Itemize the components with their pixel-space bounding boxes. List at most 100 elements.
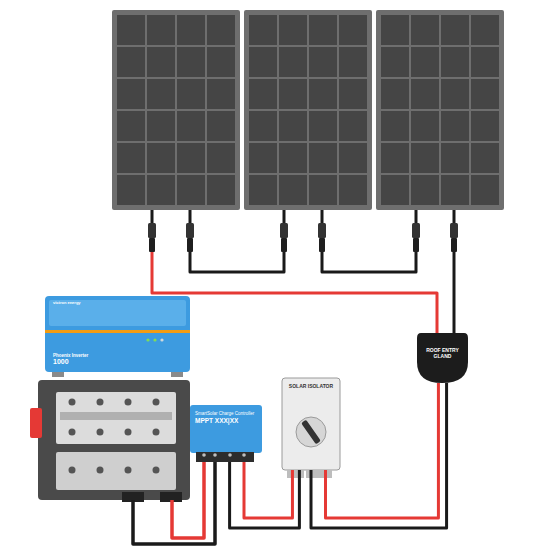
solar-cell [381,79,409,109]
cable [244,462,292,518]
solar-cell [177,47,205,77]
solar-cell [441,79,469,109]
inverter-case [45,296,190,372]
inverter-foot [52,372,64,377]
solar-panel [112,10,240,210]
panel-lead [151,210,154,224]
terminal-screws [202,453,246,457]
solar-cell [117,79,145,109]
isolator-knob [301,420,321,445]
solar-cell [411,111,439,141]
solar-cell [381,111,409,141]
mppt-case [190,405,262,453]
panel-lead [189,210,192,224]
led [146,338,149,341]
solar-cell [339,111,367,141]
solar-cell [279,111,307,141]
terminal-block [196,452,254,462]
busbar-studs [69,399,160,474]
solar-cell [117,47,145,77]
solar-cell [411,15,439,45]
inverter-panel [49,300,186,326]
solar-panel [244,10,372,210]
solar-panel [376,10,504,210]
cable-pair [230,462,300,528]
node-text: 1000 [53,358,69,366]
cable [311,383,447,528]
solar-cell [309,143,337,173]
inverter-foot [171,372,183,377]
solar-cell [117,175,145,205]
mc4-plug [281,238,287,252]
panel-lead [321,210,324,224]
solar-cell [471,79,499,109]
solar-cell [411,47,439,77]
charge-controller: SmartSolar Charge ControllerMPPT XXX|XX [190,405,262,462]
solar-cell [177,15,205,45]
solar-cell [279,15,307,45]
solar-cell [339,15,367,45]
node-text: victron energy [53,301,81,306]
solar-cell [249,47,277,77]
solar-cell [309,79,337,109]
solar-cell [207,79,235,109]
inverter-body [45,296,190,377]
red-wire [172,462,204,538]
solar-cell [471,175,499,205]
isolator-body [282,378,340,478]
solar-cell [207,175,235,205]
cable [230,462,300,528]
solar-cell [249,175,277,205]
solar-cell [249,79,277,109]
solar-cell [471,47,499,77]
solar-cell [279,47,307,77]
black-wire [190,252,284,272]
solar-cell [117,111,145,141]
solar-cell [339,47,367,77]
solar-cell [117,15,145,45]
solar-cell [441,111,469,141]
solar-cell [339,143,367,173]
solar-cell [279,79,307,109]
solar-cell [441,47,469,77]
mc4-connectors [148,210,458,252]
solar-cell [471,143,499,173]
solar-panels [112,10,504,210]
panel-wiring [152,252,454,333]
solar-cell [309,47,337,77]
solar-cell [279,143,307,173]
solar-cell [147,15,175,45]
mc4-plug [319,238,325,252]
busbar-distributor [30,380,190,502]
solar-cell [117,143,145,173]
solar-cell [249,143,277,173]
isolator-case [282,378,340,470]
solar-cell [147,175,175,205]
solar-cell [177,79,205,109]
mc4-body [148,223,156,238]
busbar-terminal [30,408,42,438]
node-text: ROOF ENTRY GLAND [421,348,464,360]
solar-cell [207,143,235,173]
busbar-cover [56,392,176,444]
busbar-case [38,380,190,500]
solar-cell [177,175,205,205]
node-text: MPPT XXX|XX [195,417,238,424]
mc4-body [186,223,194,238]
inverter-label: victron energyPhoenix Inverter1000 [45,296,190,372]
mc4-plug [149,238,155,252]
red-wire [152,252,437,333]
solar-isolator: SOLAR ISOLATOR [282,378,340,470]
node-text: SmartSolar Charge Controller [195,411,254,416]
solar-cell [411,175,439,205]
mc4-plug [451,238,457,252]
mc4-plug [187,238,193,252]
solar-cell [309,15,337,45]
cable-gland [287,470,304,478]
led [153,338,156,341]
solar-cell [381,47,409,77]
panel-lead [453,210,456,224]
